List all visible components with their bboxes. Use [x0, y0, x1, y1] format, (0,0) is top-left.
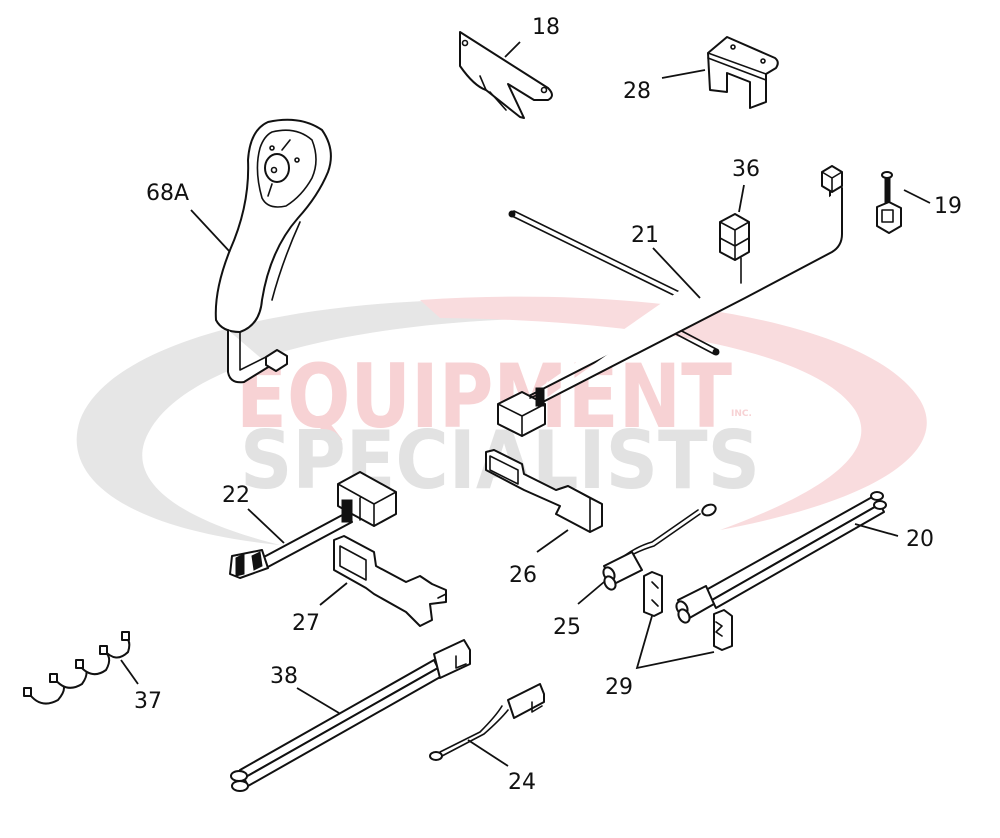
callout-27: 27 [292, 611, 320, 636]
leader-27 [319, 582, 348, 606]
part-68a-joystick-handle [214, 118, 332, 384]
part-29-cable-clamps [643, 571, 733, 651]
callout-18: 18 [532, 15, 560, 40]
leader-20 [854, 523, 899, 537]
leader-68a [190, 209, 231, 253]
callout-24: 24 [508, 770, 536, 795]
callout-21: 21 [631, 223, 659, 248]
leader-22 [247, 508, 285, 544]
leader-18 [504, 41, 521, 58]
watermark-swoosh-gray [76, 299, 560, 545]
callout-28: 28 [623, 79, 651, 104]
watermark-swoosh-red [420, 296, 927, 530]
callout-38: 38 [270, 664, 298, 689]
part-19-cable-tie-mount [876, 171, 902, 234]
part-38-power-cable [230, 639, 471, 792]
watermark-text-equipment: EQUIPMENT [236, 345, 732, 448]
leader-26 [536, 529, 569, 553]
leader-25 [577, 581, 605, 605]
callout-22: 22 [222, 483, 250, 508]
part-25-ground-lead [602, 503, 717, 591]
callout-26: 26 [509, 563, 537, 588]
callout-20: 20 [906, 527, 934, 552]
leader-19 [903, 189, 931, 204]
callout-19: 19 [934, 194, 962, 219]
leader-28 [661, 69, 706, 79]
part-27-connector-cover [333, 535, 447, 627]
leader-38 [296, 687, 340, 714]
part-24-fused-lead [429, 683, 545, 761]
callout-29: 29 [605, 675, 633, 700]
part-18-mounting-bracket [459, 31, 553, 119]
leader-36 [738, 184, 745, 213]
part-20-battery-cable [675, 491, 887, 624]
callout-37: 37 [134, 689, 162, 714]
part-37-light-harness-coil [23, 631, 131, 705]
leader-29 [635, 615, 715, 670]
callout-36: 36 [732, 157, 760, 182]
part-28-bracket-clip [707, 36, 779, 109]
callout-68a: 68A [146, 181, 189, 206]
part-36-relay [719, 213, 750, 284]
part-22-pigtail-harness [229, 471, 397, 579]
part-21-main-harness [497, 165, 843, 437]
leader-37 [120, 659, 139, 685]
part-26-connector-cap [485, 449, 603, 533]
leader-21 [652, 247, 701, 299]
callout-25: 25 [553, 615, 581, 640]
watermark-text-inc: INC. [731, 409, 752, 419]
leader-24 [467, 739, 509, 767]
